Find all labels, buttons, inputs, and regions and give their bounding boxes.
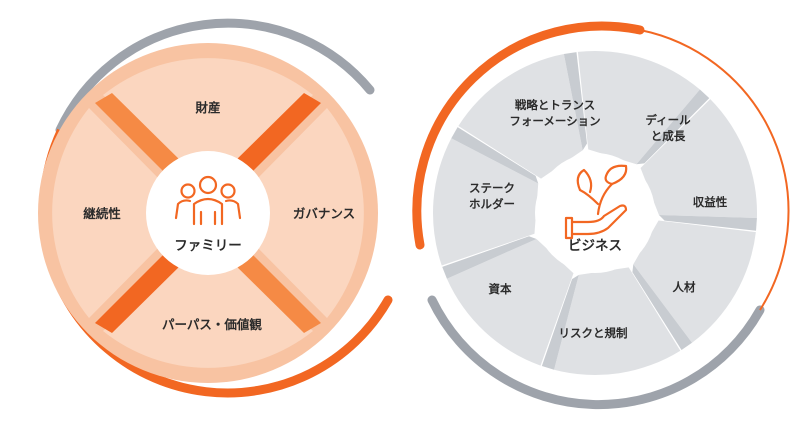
business-segment-capital	[446, 238, 574, 366]
business-segment-fold-strategy	[563, 52, 587, 151]
family-label-left: 継続性	[83, 206, 121, 221]
business-segment-profitability	[640, 99, 757, 219]
plant-in-hand-icon	[564, 164, 628, 240]
business-hub	[535, 153, 655, 273]
business-label-capital: 資本	[489, 282, 512, 296]
business-segment-people	[633, 220, 756, 343]
family-hub-label: ファミリー	[174, 238, 242, 254]
family-segment-left	[52, 108, 162, 318]
family-ring-gray	[55, 18, 375, 135]
business-label-strategy-1: 戦略とトランス	[515, 98, 595, 112]
business-label-profitability: 収益性	[693, 195, 728, 209]
business-segment-fold-capital	[442, 236, 537, 279]
business-segment-strategy	[458, 54, 583, 179]
business-label-strategy-2: フォーメーション	[509, 114, 600, 128]
business-segment-stakeholders	[432, 138, 539, 266]
family-circle: ファミリー 財産 ガバナンス パーパス・価値観 継続性	[38, 18, 393, 398]
business-segment-fold-people	[632, 264, 693, 350]
business-segments	[432, 51, 757, 375]
business-segment-fold-profitability	[658, 214, 757, 231]
business-circle: ビジネス 戦略とトランス フォーメーション ディール と成長 収益性 人材 リス…	[412, 21, 790, 409]
family-hub	[146, 151, 270, 275]
family-separators	[95, 93, 321, 333]
business-label-deals-1: ディール	[645, 113, 691, 127]
business-segment-fold-risk	[541, 274, 579, 370]
family-label-bottom: パーパス・価値観	[162, 317, 262, 332]
business-hub-label: ビジネス	[568, 238, 622, 254]
business-ring-gray	[427, 295, 765, 409]
business-segment-risk	[554, 267, 681, 375]
business-ring-orange	[412, 21, 645, 250]
business-label-deals-2: と成長	[651, 129, 686, 143]
business-label-risk: リスクと規制	[559, 326, 628, 340]
family-label-top: 財産	[194, 100, 220, 115]
business-segment-fold-deals	[636, 89, 710, 165]
business-label-people: 人材	[673, 280, 696, 294]
business-segment-fold-stakeholders	[451, 127, 539, 184]
business-ring-thin	[639, 29, 790, 311]
family-label-right: ガバナンス	[293, 206, 355, 221]
business-label-stakeholders-1: ステーク	[469, 181, 515, 195]
family-segment-right	[254, 108, 364, 318]
business-segment-deals	[577, 51, 700, 165]
business-label-stakeholders-2: ホルダー	[469, 197, 515, 211]
family-people-icon	[174, 175, 242, 226]
